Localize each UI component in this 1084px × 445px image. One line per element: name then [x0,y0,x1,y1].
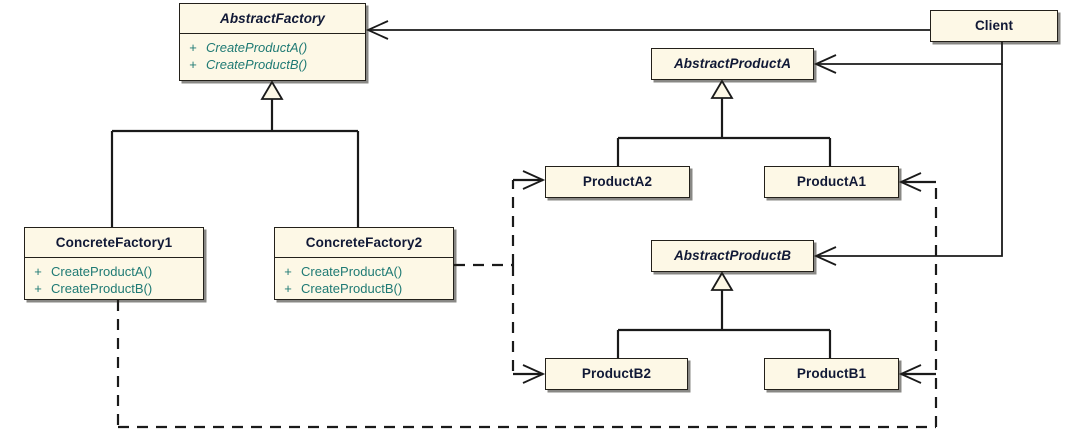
generalization-product-b [616,271,832,358]
operation-row: + CreateProductA() [180,39,365,56]
generalization-product-a [616,79,832,166]
operation-name: CreateProductA() [206,39,308,55]
class-title-product-b2: ProductB2 [581,366,652,381]
class-box-concrete-factory-2[interactable]: ConcreteFactory2 + CreateProductA() + Cr… [274,227,454,300]
class-box-product-a2[interactable]: ProductA2 [545,166,690,198]
class-box-product-b2[interactable]: ProductB2 [545,358,688,390]
class-box-abstract-factory[interactable]: AbstractFactory + CreateProductA() + Cre… [179,3,366,81]
operation-visibility: + [284,263,292,279]
operation-name: CreateProductA() [301,263,403,279]
operation-name: CreateProductA() [51,263,153,279]
operation-name: CreateProductB() [206,56,308,72]
operation-row: + CreateProductB() [180,56,365,73]
class-box-product-b1[interactable]: ProductB1 [764,358,899,390]
class-title-concrete-factory-2: ConcreteFactory2 [305,235,423,250]
class-title-abstract-product-b: AbstractProductB [673,248,792,263]
class-title-product-a2: ProductA2 [582,174,653,189]
class-title-product-b1: ProductB1 [796,366,867,381]
operation-visibility: + [284,280,292,296]
association-client-abstractproducta [813,42,1003,74]
operation-visibility: + [189,39,197,55]
operation-visibility: + [34,263,42,279]
operation-visibility: + [34,280,42,296]
class-box-abstract-product-a[interactable]: AbstractProductA [651,48,814,80]
operation-name: CreateProductB() [301,280,403,296]
class-operations-concrete-factory-2: + CreateProductA() + CreateProductB() [275,256,453,303]
class-title-concrete-factory-1: ConcreteFactory1 [55,235,173,250]
operation-name: CreateProductB() [51,280,153,296]
class-title-abstract-product-a: AbstractProductA [673,56,792,71]
class-operations-abstract-factory: + CreateProductA() + CreateProductB() [180,32,365,79]
class-box-abstract-product-b[interactable]: AbstractProductB [651,240,814,272]
operation-row: + CreateProductB() [25,280,203,297]
class-box-product-a1[interactable]: ProductA1 [764,166,899,198]
class-box-concrete-factory-1[interactable]: ConcreteFactory1 + CreateProductA() + Cr… [24,227,204,300]
dependency-factory2-products [454,170,546,384]
generalization-factories [110,80,360,227]
operation-row: + CreateProductA() [25,263,203,280]
association-client-abstractproductb [813,64,1003,266]
dependency-factory1-products [116,172,938,429]
class-title-product-a1: ProductA1 [796,174,867,189]
operation-visibility: + [189,56,197,72]
association-client-abstractfactory [365,20,930,40]
operation-row: + CreateProductA() [275,263,453,280]
operation-row: + CreateProductB() [275,280,453,297]
class-title-client: Client [974,18,1014,33]
class-operations-concrete-factory-1: + CreateProductA() + CreateProductB() [25,256,203,303]
class-box-client[interactable]: Client [930,10,1058,42]
class-title-abstract-factory: AbstractFactory [219,11,326,26]
